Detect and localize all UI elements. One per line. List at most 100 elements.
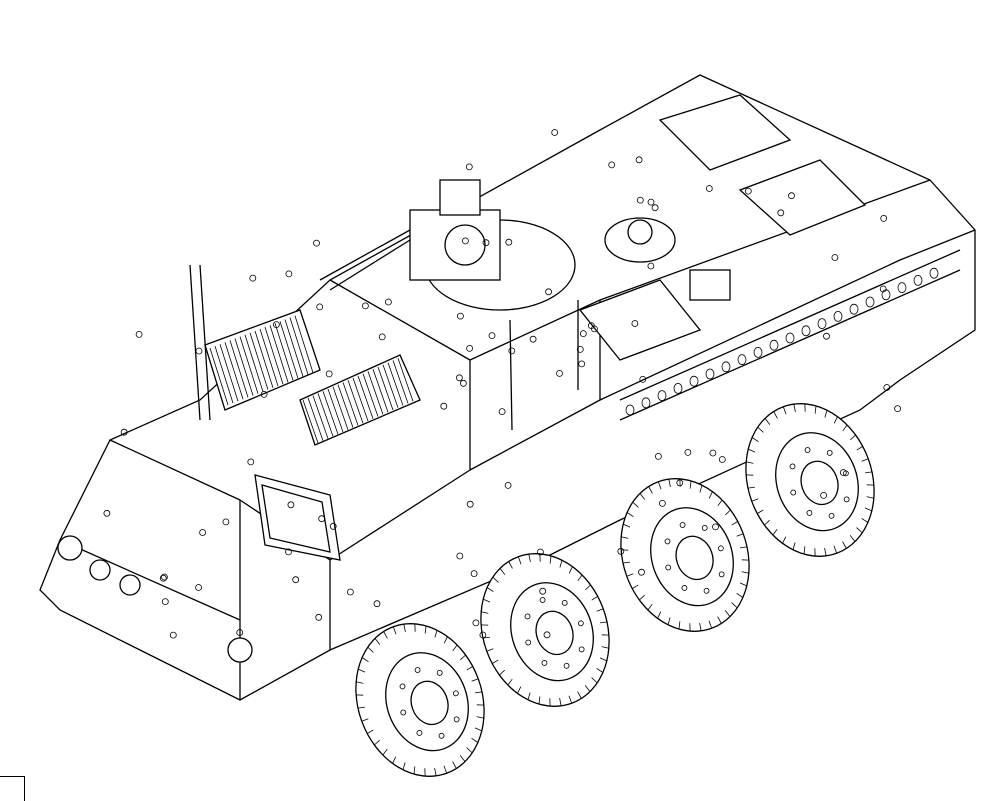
grille-slat xyxy=(352,377,369,422)
bolt xyxy=(260,390,268,398)
bolt xyxy=(508,347,516,355)
bolt xyxy=(456,312,464,320)
grille-slat xyxy=(372,369,389,413)
tread xyxy=(492,659,499,664)
bolt xyxy=(103,509,111,517)
bolt xyxy=(249,274,257,282)
tread xyxy=(601,646,609,649)
tread xyxy=(757,509,764,514)
tread xyxy=(731,521,738,526)
grille-slat xyxy=(357,375,374,419)
tread xyxy=(577,691,582,699)
bolt xyxy=(292,576,300,584)
bolt xyxy=(287,501,295,509)
tread xyxy=(864,471,873,474)
bolt xyxy=(373,600,381,608)
bolt xyxy=(440,402,448,410)
lug-nut xyxy=(664,538,671,545)
tread xyxy=(764,519,770,526)
rail-hole xyxy=(929,267,939,279)
tread xyxy=(739,546,748,549)
tread xyxy=(667,617,671,625)
tread xyxy=(596,608,604,612)
grille-slat xyxy=(259,328,279,387)
bolt xyxy=(325,370,333,378)
lug-nut xyxy=(804,447,811,453)
tread xyxy=(792,542,796,550)
tread xyxy=(559,697,562,706)
rail-hole xyxy=(833,310,843,322)
tread xyxy=(657,611,662,619)
lug-nut xyxy=(541,660,548,666)
grille-slat xyxy=(327,388,344,433)
wheel xyxy=(480,553,610,707)
lug-nut xyxy=(842,470,849,477)
tread xyxy=(361,718,369,722)
tread xyxy=(414,623,416,632)
bolt xyxy=(705,185,713,192)
tread xyxy=(793,404,796,413)
tread xyxy=(459,755,466,762)
grille-slat xyxy=(307,397,324,441)
tread xyxy=(699,622,702,631)
tread xyxy=(481,611,489,614)
lug-nut xyxy=(400,709,407,716)
tread xyxy=(413,766,416,775)
bolt xyxy=(684,448,692,456)
bolt xyxy=(718,456,726,463)
bolt xyxy=(788,192,795,200)
tread xyxy=(731,602,738,609)
tread xyxy=(639,594,645,601)
tread xyxy=(549,698,551,707)
bolt xyxy=(631,320,639,327)
bolt xyxy=(638,568,645,576)
hub xyxy=(535,610,574,656)
bolt xyxy=(160,573,168,581)
tread xyxy=(517,556,522,565)
tread xyxy=(736,592,744,598)
tread xyxy=(392,756,397,764)
tread xyxy=(772,528,778,536)
tread xyxy=(782,536,787,544)
lug-nut xyxy=(539,597,546,603)
lug-nut xyxy=(701,524,708,531)
tread xyxy=(367,646,374,653)
tread xyxy=(460,654,466,661)
bolt xyxy=(883,384,891,391)
tread xyxy=(757,426,764,433)
rail-hole xyxy=(913,274,923,286)
grille-slat xyxy=(377,366,394,411)
tread xyxy=(746,474,754,476)
tread xyxy=(527,692,531,700)
tread xyxy=(803,546,806,555)
grille-slat xyxy=(332,386,349,430)
tread xyxy=(741,571,749,574)
rail-hole xyxy=(769,339,779,351)
tread xyxy=(708,620,713,629)
bolt xyxy=(329,522,337,530)
grille-slat xyxy=(302,399,319,444)
lug-nut xyxy=(828,512,835,519)
tread xyxy=(452,644,458,652)
bolt xyxy=(879,285,887,293)
tread xyxy=(814,548,816,557)
tread xyxy=(717,499,723,507)
tread xyxy=(486,648,494,652)
bolt xyxy=(285,270,293,278)
tread xyxy=(751,437,759,443)
tread xyxy=(374,638,381,645)
tread xyxy=(739,582,747,587)
bolt xyxy=(587,322,595,330)
lug-nut xyxy=(524,613,531,620)
tread xyxy=(424,625,427,634)
hub xyxy=(800,460,839,506)
bolt xyxy=(455,374,463,382)
tread xyxy=(866,496,874,499)
bolt xyxy=(894,405,901,413)
grille-slat xyxy=(397,358,414,402)
bolt xyxy=(579,330,587,338)
rail-hole xyxy=(657,390,667,402)
tread xyxy=(824,547,827,556)
bolt xyxy=(505,238,513,246)
tread xyxy=(861,458,869,462)
